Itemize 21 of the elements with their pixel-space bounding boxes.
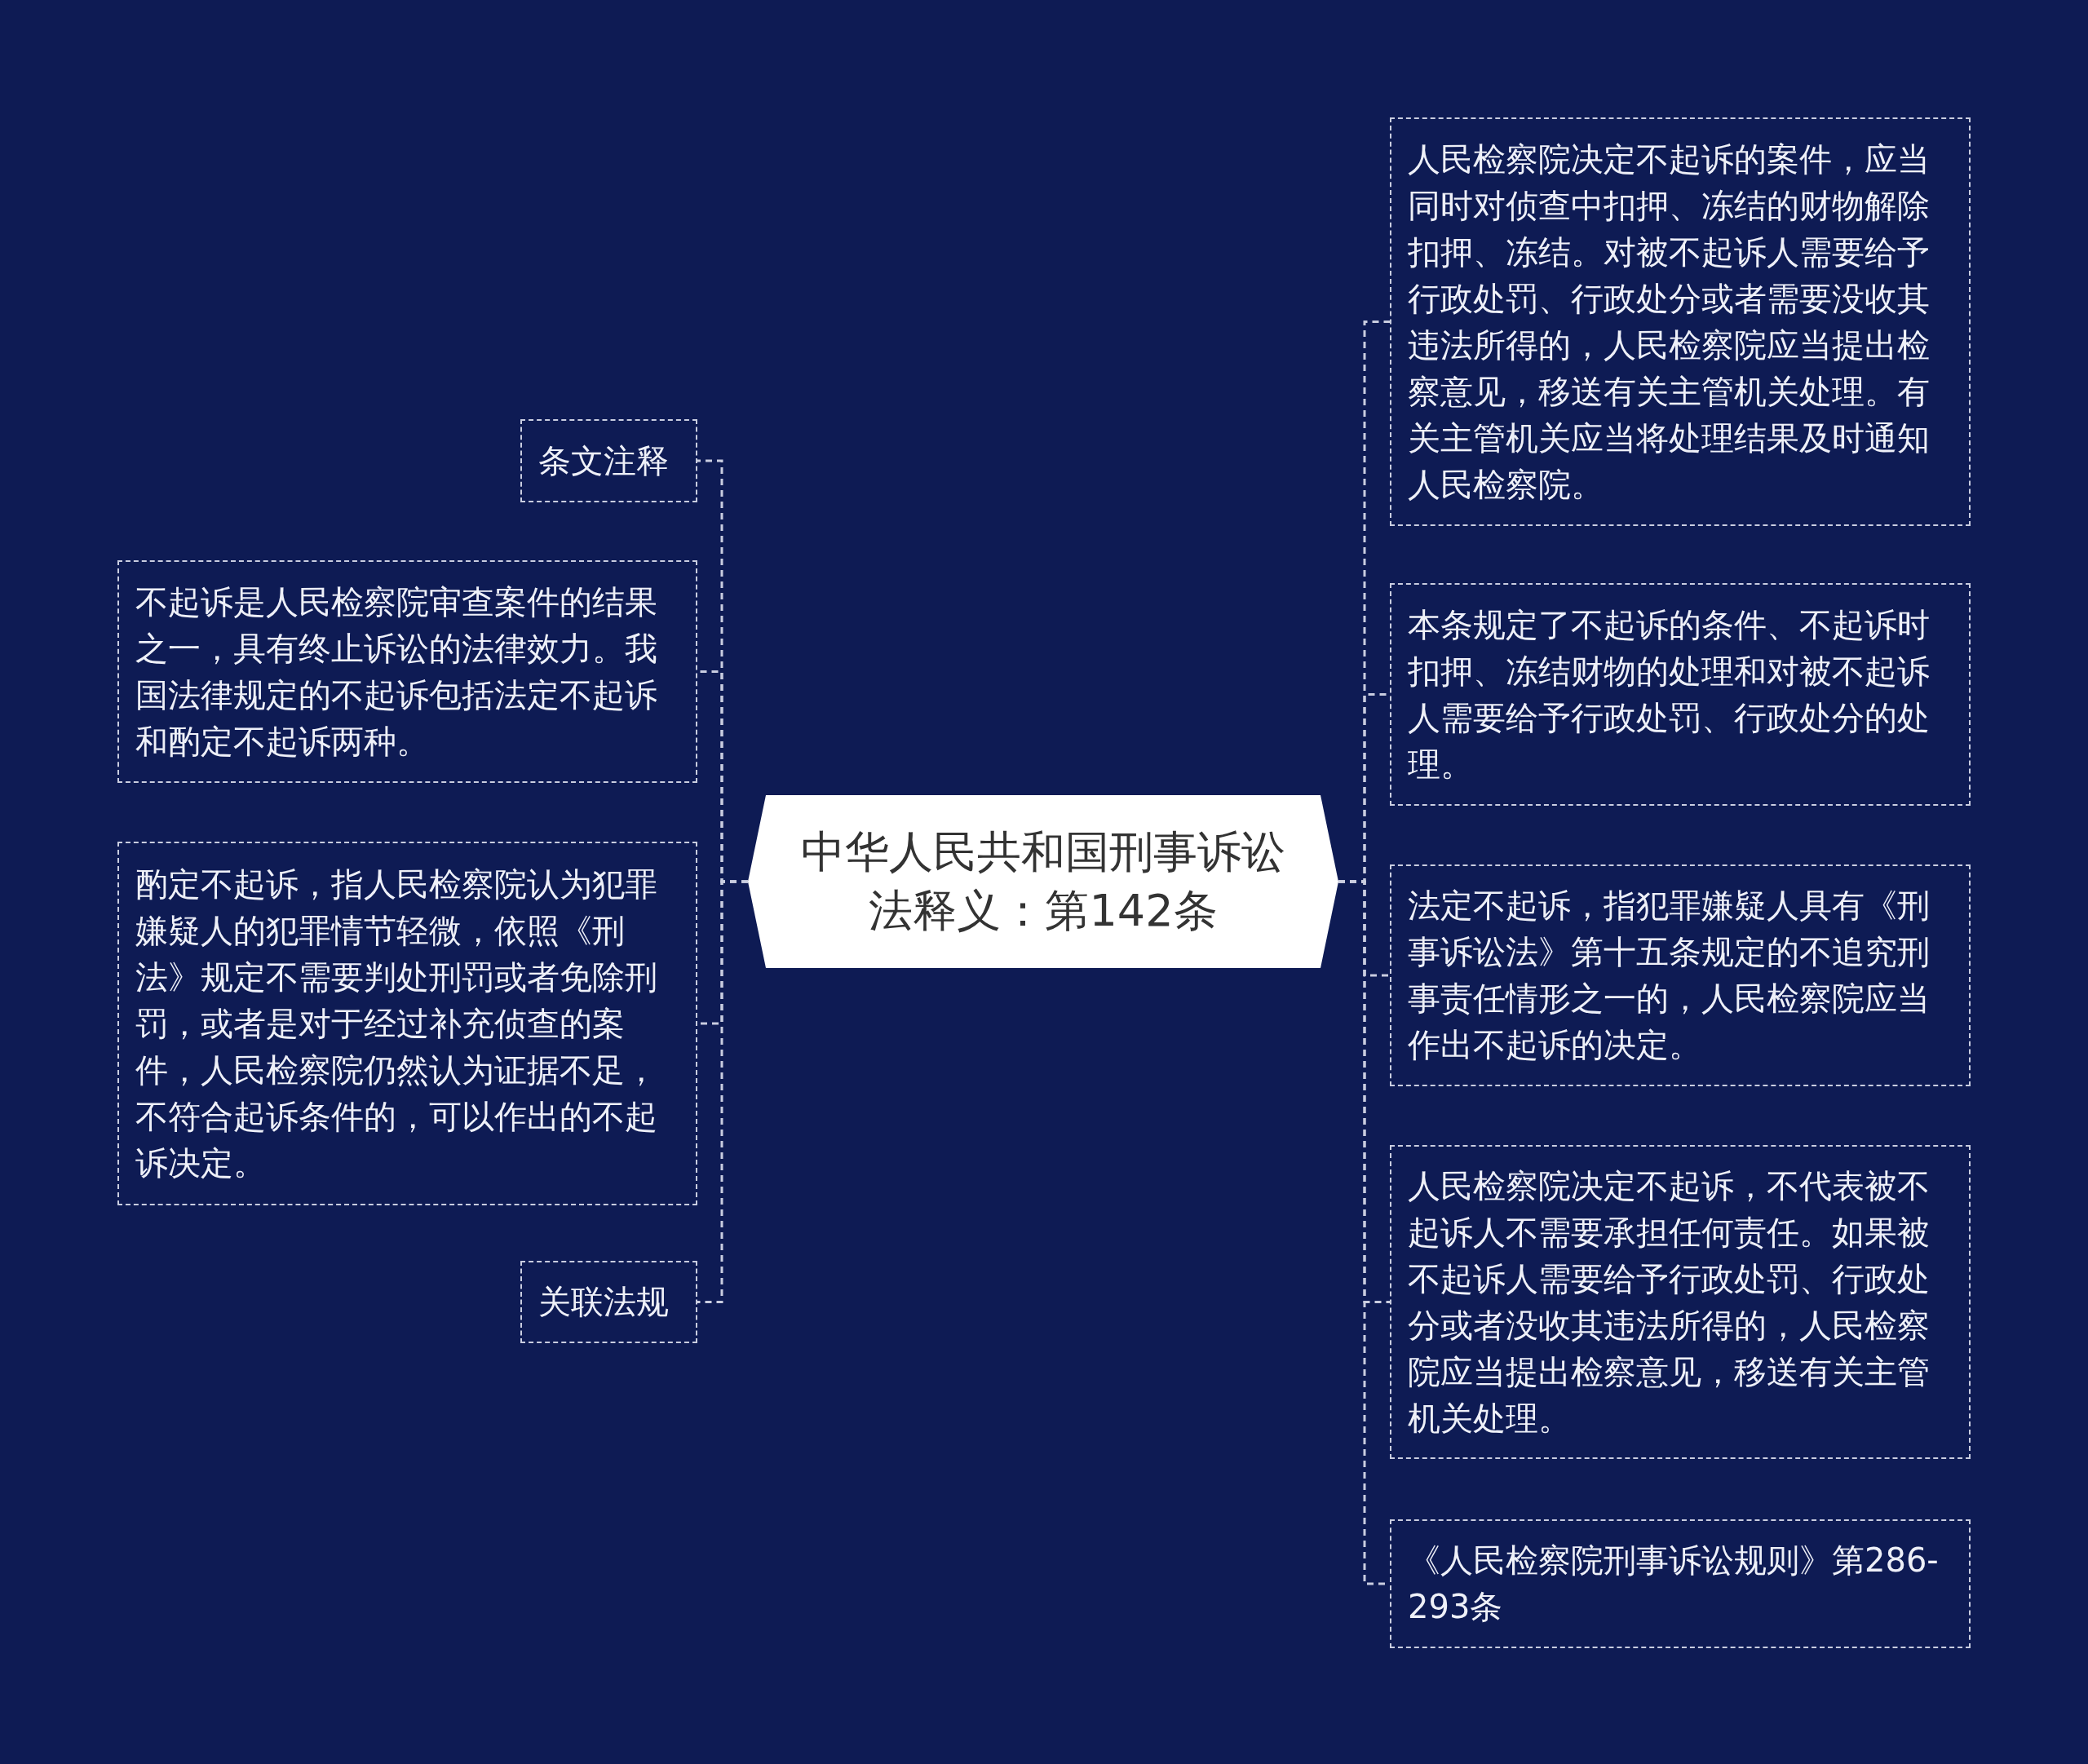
topic-text: 关联法规: [538, 1282, 669, 1322]
topic-text: 酌定不起诉，指人民检察院认为犯罪嫌疑人的犯罪情节轻微，依照《刑法》规定不需要判处刑罚或者免除刑罚，或者是对于经过补充侦查的案件，人民检察院仍然认为证据不足，不符合起诉条件的，可以作出的不起诉决定。: [135, 864, 658, 1183]
topic-text: 中华人民共和国刑事诉讼法释义：第142条: [800, 825, 1286, 938]
topic-box: [1390, 117, 1971, 526]
topic-text: 人民检察院决定不起诉的案件，应当同时对侦查中扣押、冻结的财物解除扣押、冻结。对被不起诉人需要给予行政处罚、行政处分或者需要没收其违法所得的，人民检察院应当提出检察意见，移送有关主管机关处理。有关主管机关应当将处理结果及时通知人民检察院。: [1408, 139, 1931, 505]
topic-text: 不起诉是人民检察院审查案件的结果之一，具有终止诉讼的法律效力。我国法律规定的不起诉包括法定不起诉和酌定不起诉两种。: [135, 581, 658, 762]
topic-box: [117, 842, 697, 1205]
topic-box: [520, 419, 697, 502]
topic-box: [1390, 583, 1971, 806]
topic-text: 本条规定了不起诉的条件、不起诉时扣押、冻结财物的处理和对被不起诉人需要给予行政处罚、行政处分的处理。: [1408, 604, 1931, 785]
topic-text: 人民检察院决定不起诉，不代表被不起诉人不需要承担任何责任。如果被不起诉人需要给予行政处罚、行政处分或者没收其违法所得的，人民检察院应当提出检察意见，移送有关主管机关处理。: [1408, 1165, 1931, 1439]
topic-text: 条文注释: [538, 440, 669, 481]
topic-box: [1390, 1519, 1971, 1648]
connector-line: [697, 880, 748, 1303]
topic-box: [117, 560, 697, 783]
topic-box: [520, 1261, 697, 1343]
topic-box: [1390, 1145, 1971, 1459]
topic-box: [1390, 864, 1971, 1086]
topic-text: 《人民检察院刑事诉讼规则》第286-293条: [1408, 1541, 1940, 1627]
topic-text: 法定不起诉，指犯罪嫌疑人具有《刑事诉讼法》第十五条规定的不追究刑事责任情形之一的，人民检察院应当作出不起诉的决定。: [1408, 886, 1931, 1065]
central-topic: [748, 795, 1338, 968]
